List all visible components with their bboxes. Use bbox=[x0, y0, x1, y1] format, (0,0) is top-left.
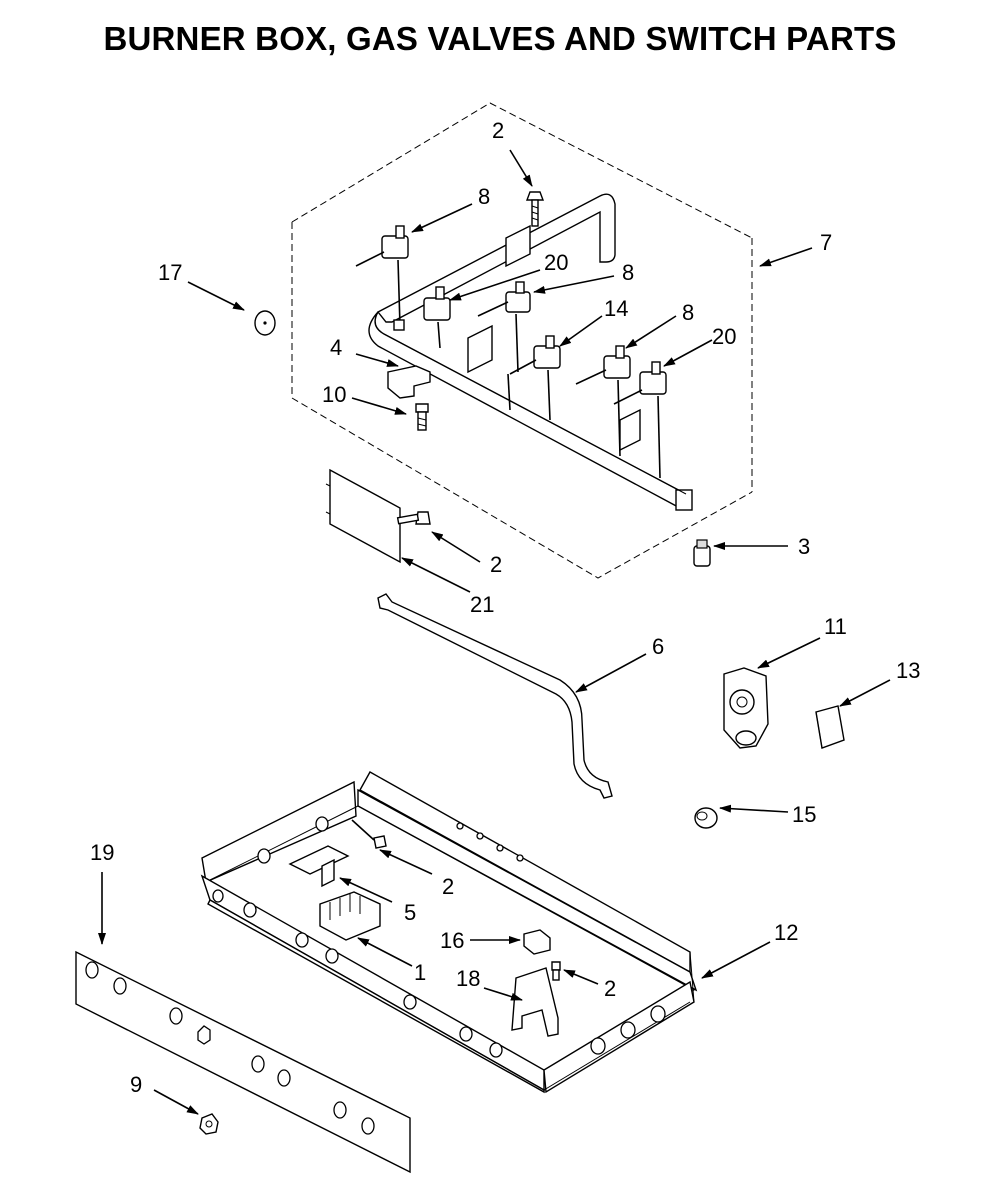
orifice-3 bbox=[693, 539, 711, 567]
callout-9: 9 bbox=[130, 1072, 142, 1097]
screw-plate bbox=[396, 511, 431, 525]
callout-2-box: 2 bbox=[442, 874, 454, 899]
callout-2-plate: 2 bbox=[490, 552, 502, 577]
callout-13: 13 bbox=[896, 658, 920, 683]
manifold-bracket bbox=[467, 224, 531, 374]
front-panel-19 bbox=[75, 950, 411, 1174]
callout-18: 18 bbox=[456, 966, 480, 991]
callout-20-right: 20 bbox=[712, 324, 736, 349]
screw-top bbox=[525, 191, 545, 227]
callout-15: 15 bbox=[792, 802, 816, 827]
callout-2-top: 2 bbox=[492, 118, 504, 143]
callout-1: 1 bbox=[414, 960, 426, 985]
callout-12: 12 bbox=[774, 920, 798, 945]
screw-10 bbox=[415, 403, 429, 431]
gas-valve-left bbox=[355, 225, 409, 331]
bracket-5 bbox=[288, 845, 350, 888]
cover-plate-21 bbox=[325, 468, 401, 564]
gas-valve-14 bbox=[507, 335, 561, 421]
callout-8-right: 8 bbox=[682, 300, 694, 325]
spark-module-11 bbox=[723, 667, 769, 749]
knob-disc-17 bbox=[254, 310, 276, 336]
gas-valve-far-right bbox=[613, 361, 667, 479]
callout-16: 16 bbox=[440, 928, 464, 953]
manifold-envelope bbox=[291, 102, 753, 579]
grommet-15 bbox=[694, 807, 718, 829]
switch-16 bbox=[523, 929, 551, 955]
callout-3: 3 bbox=[798, 534, 810, 559]
callout-6: 6 bbox=[652, 634, 664, 659]
callout-21: 21 bbox=[470, 592, 494, 617]
callout-20-upper: 20 bbox=[544, 250, 568, 275]
callout-10: 10 bbox=[322, 382, 346, 407]
callout-8-left: 8 bbox=[478, 184, 490, 209]
callout-19: 19 bbox=[90, 840, 114, 865]
callout-labels: 2 8 20 8 7 17 14 8 20 4 10 2 21 3 6 11 1… bbox=[90, 118, 920, 1097]
callout-4: 4 bbox=[330, 335, 342, 360]
callout-8-center: 8 bbox=[622, 260, 634, 285]
screw-18 bbox=[551, 961, 561, 981]
bracket-13 bbox=[815, 705, 845, 749]
nut-9 bbox=[199, 1113, 219, 1135]
bracket-4 bbox=[387, 365, 431, 399]
callout-2-bracket: 2 bbox=[604, 976, 616, 1001]
screw-box bbox=[351, 819, 387, 849]
switch-1 bbox=[319, 891, 381, 941]
gas-valve-center bbox=[477, 281, 531, 373]
bracket-18 bbox=[511, 967, 559, 1037]
gas-valve-center-left bbox=[423, 286, 451, 349]
leader-lines bbox=[98, 149, 891, 1115]
gas-tube-6 bbox=[377, 593, 613, 799]
callout-17: 17 bbox=[158, 260, 182, 285]
callout-11: 11 bbox=[824, 614, 847, 639]
callout-7: 7 bbox=[820, 230, 832, 255]
callout-14: 14 bbox=[604, 296, 628, 321]
page-title: BURNER BOX, GAS VALVES AND SWITCH PARTS bbox=[103, 20, 897, 57]
burner-box-12 bbox=[200, 771, 698, 1094]
callout-5: 5 bbox=[404, 900, 416, 925]
